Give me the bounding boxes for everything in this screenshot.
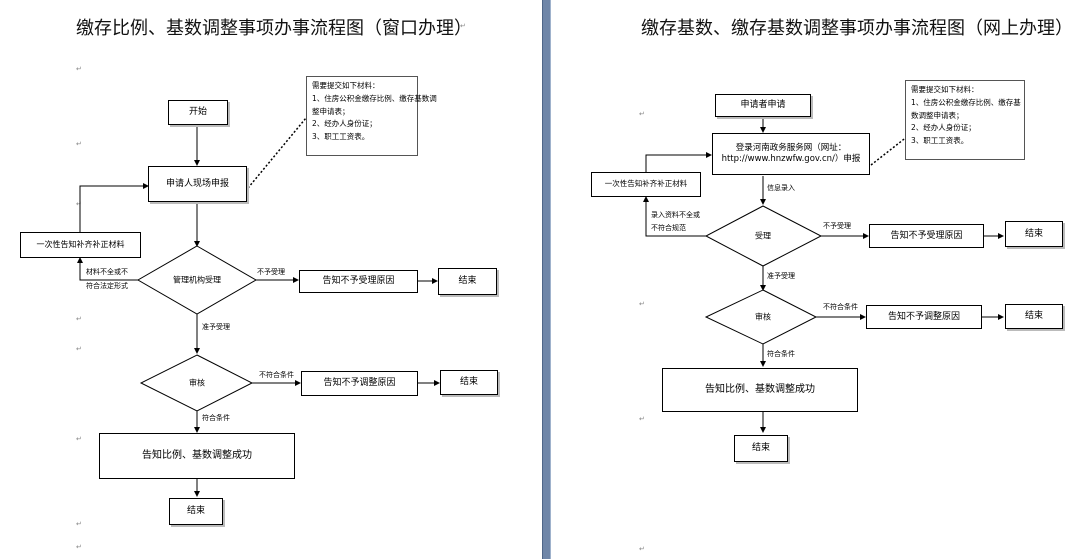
paragraph-mark: ↵ — [76, 520, 82, 528]
paragraph-mark: ↵ — [639, 300, 645, 308]
review-decision-diamond — [139, 354, 254, 412]
paragraph-mark: ↵ — [76, 65, 82, 73]
paragraph-mark: ↵ — [76, 435, 82, 443]
paragraph-mark: ↵ — [639, 110, 645, 118]
label-accepted: 准予受理 — [767, 272, 795, 280]
left-required-materials-note: 需要提交如下材料： 1、住房公积金缴存比例、缴存基数调 整申请表； 2、经办人身… — [306, 76, 437, 156]
right-required-materials-note: 需要提交如下材料： 1、住房公积金缴存比例、缴存基 数调整申请表； 2、经办人身… — [905, 80, 1025, 160]
paragraph-mark: ↵ — [639, 415, 645, 423]
online-reject-accept-node: 告知不予受理原因 — [869, 224, 984, 248]
page-separator — [542, 0, 551, 559]
online-accept-label: 受理 — [755, 231, 771, 241]
paragraph-mark: ↵ — [460, 22, 466, 30]
right-document-page: 缴存基数、缴存基数调整事项办事流程图（网上办理） ↵ ↵ ↵ ↵ ↵ ↵ — [551, 0, 1086, 559]
label-no-accept: 不予受理 — [823, 222, 851, 230]
left-connector-lines — [77, 117, 440, 497]
accept-decision-diamond — [136, 245, 258, 315]
label-accepted: 准予受理 — [202, 323, 230, 331]
online-apply-node: 申请者申请 — [715, 94, 811, 117]
left-document-page: 缴存比例、基数调整事项办事流程图（窗口办理） ↵ ↵ ↵ ↵ ↵ ↵ ↵ ↵ ↵ — [0, 0, 542, 559]
right-page-title: 缴存基数、缴存基数调整事项办事流程图（网上办理） — [641, 18, 1073, 39]
label-not-met: 不符合条件 — [823, 303, 858, 311]
label-met: 符合条件 — [202, 414, 230, 422]
online-login-node: 登录河南政务服务网（网址： http://www.hnzwfw.gov.cn/）… — [712, 133, 870, 175]
online-end-node-final: 结束 — [734, 435, 788, 462]
online-end-node-reject-adjust: 结束 — [1005, 304, 1063, 329]
online-reject-adjust-node: 告知不予调整原因 — [866, 305, 982, 329]
end-node-final: 结束 — [169, 498, 223, 525]
online-supplement-node: 一次性告知补齐补正材料 — [591, 172, 701, 197]
review-decision-label: 审核 — [189, 378, 205, 388]
supplement-materials-node: 一次性告知补齐补正材料 — [20, 232, 141, 258]
online-review-label: 审核 — [755, 312, 771, 322]
label-incomplete-2: 符合法定形式 — [86, 282, 128, 290]
online-review-diamond — [704, 289, 818, 345]
accept-decision-label: 管理机构受理 — [173, 275, 221, 285]
online-accept-diamond — [704, 205, 823, 267]
paragraph-mark: ↵ — [639, 545, 645, 553]
online-end-node-reject-accept: 结束 — [1005, 221, 1063, 247]
paragraph-mark: ↵ — [1025, 22, 1031, 30]
apply-onsite-node: 申请人现场申报 — [148, 166, 247, 202]
login-line-1: 登录河南政务服务网（网址： — [735, 142, 847, 153]
login-line-2: http://www.hnzwfw.gov.cn/）申报 — [721, 154, 861, 164]
label-no-accept: 不予受理 — [257, 268, 285, 276]
label-incomplete-1: 材料不全或不 — [86, 268, 128, 276]
right-connector-lines — [643, 117, 1004, 433]
paragraph-mark: ↵ — [76, 140, 82, 148]
adjust-success-node: 告知比例、基数调整成功 — [99, 433, 295, 479]
end-node-reject-accept: 结束 — [438, 268, 497, 295]
reject-accept-node: 告知不予受理原因 — [299, 270, 418, 293]
label-info-entry: 信息录入 — [767, 184, 795, 192]
start-node: 开始 — [168, 100, 228, 125]
paragraph-mark: ↵ — [76, 315, 82, 323]
paragraph-mark: ↵ — [76, 543, 82, 551]
left-page-title: 缴存比例、基数调整事项办事流程图（窗口办理） — [76, 18, 472, 39]
label-incomplete-1: 录入资料不全或 — [651, 211, 700, 219]
label-incomplete-2: 不符合规范 — [651, 224, 686, 232]
label-not-met: 不符合条件 — [259, 371, 294, 379]
reject-adjust-node: 告知不予调整原因 — [301, 371, 418, 396]
paragraph-mark: ↵ — [76, 200, 82, 208]
online-adjust-success-node: 告知比例、基数调整成功 — [662, 368, 858, 412]
label-met: 符合条件 — [767, 350, 795, 358]
end-node-reject-adjust: 结束 — [440, 370, 498, 395]
paragraph-mark: ↵ — [76, 345, 82, 353]
